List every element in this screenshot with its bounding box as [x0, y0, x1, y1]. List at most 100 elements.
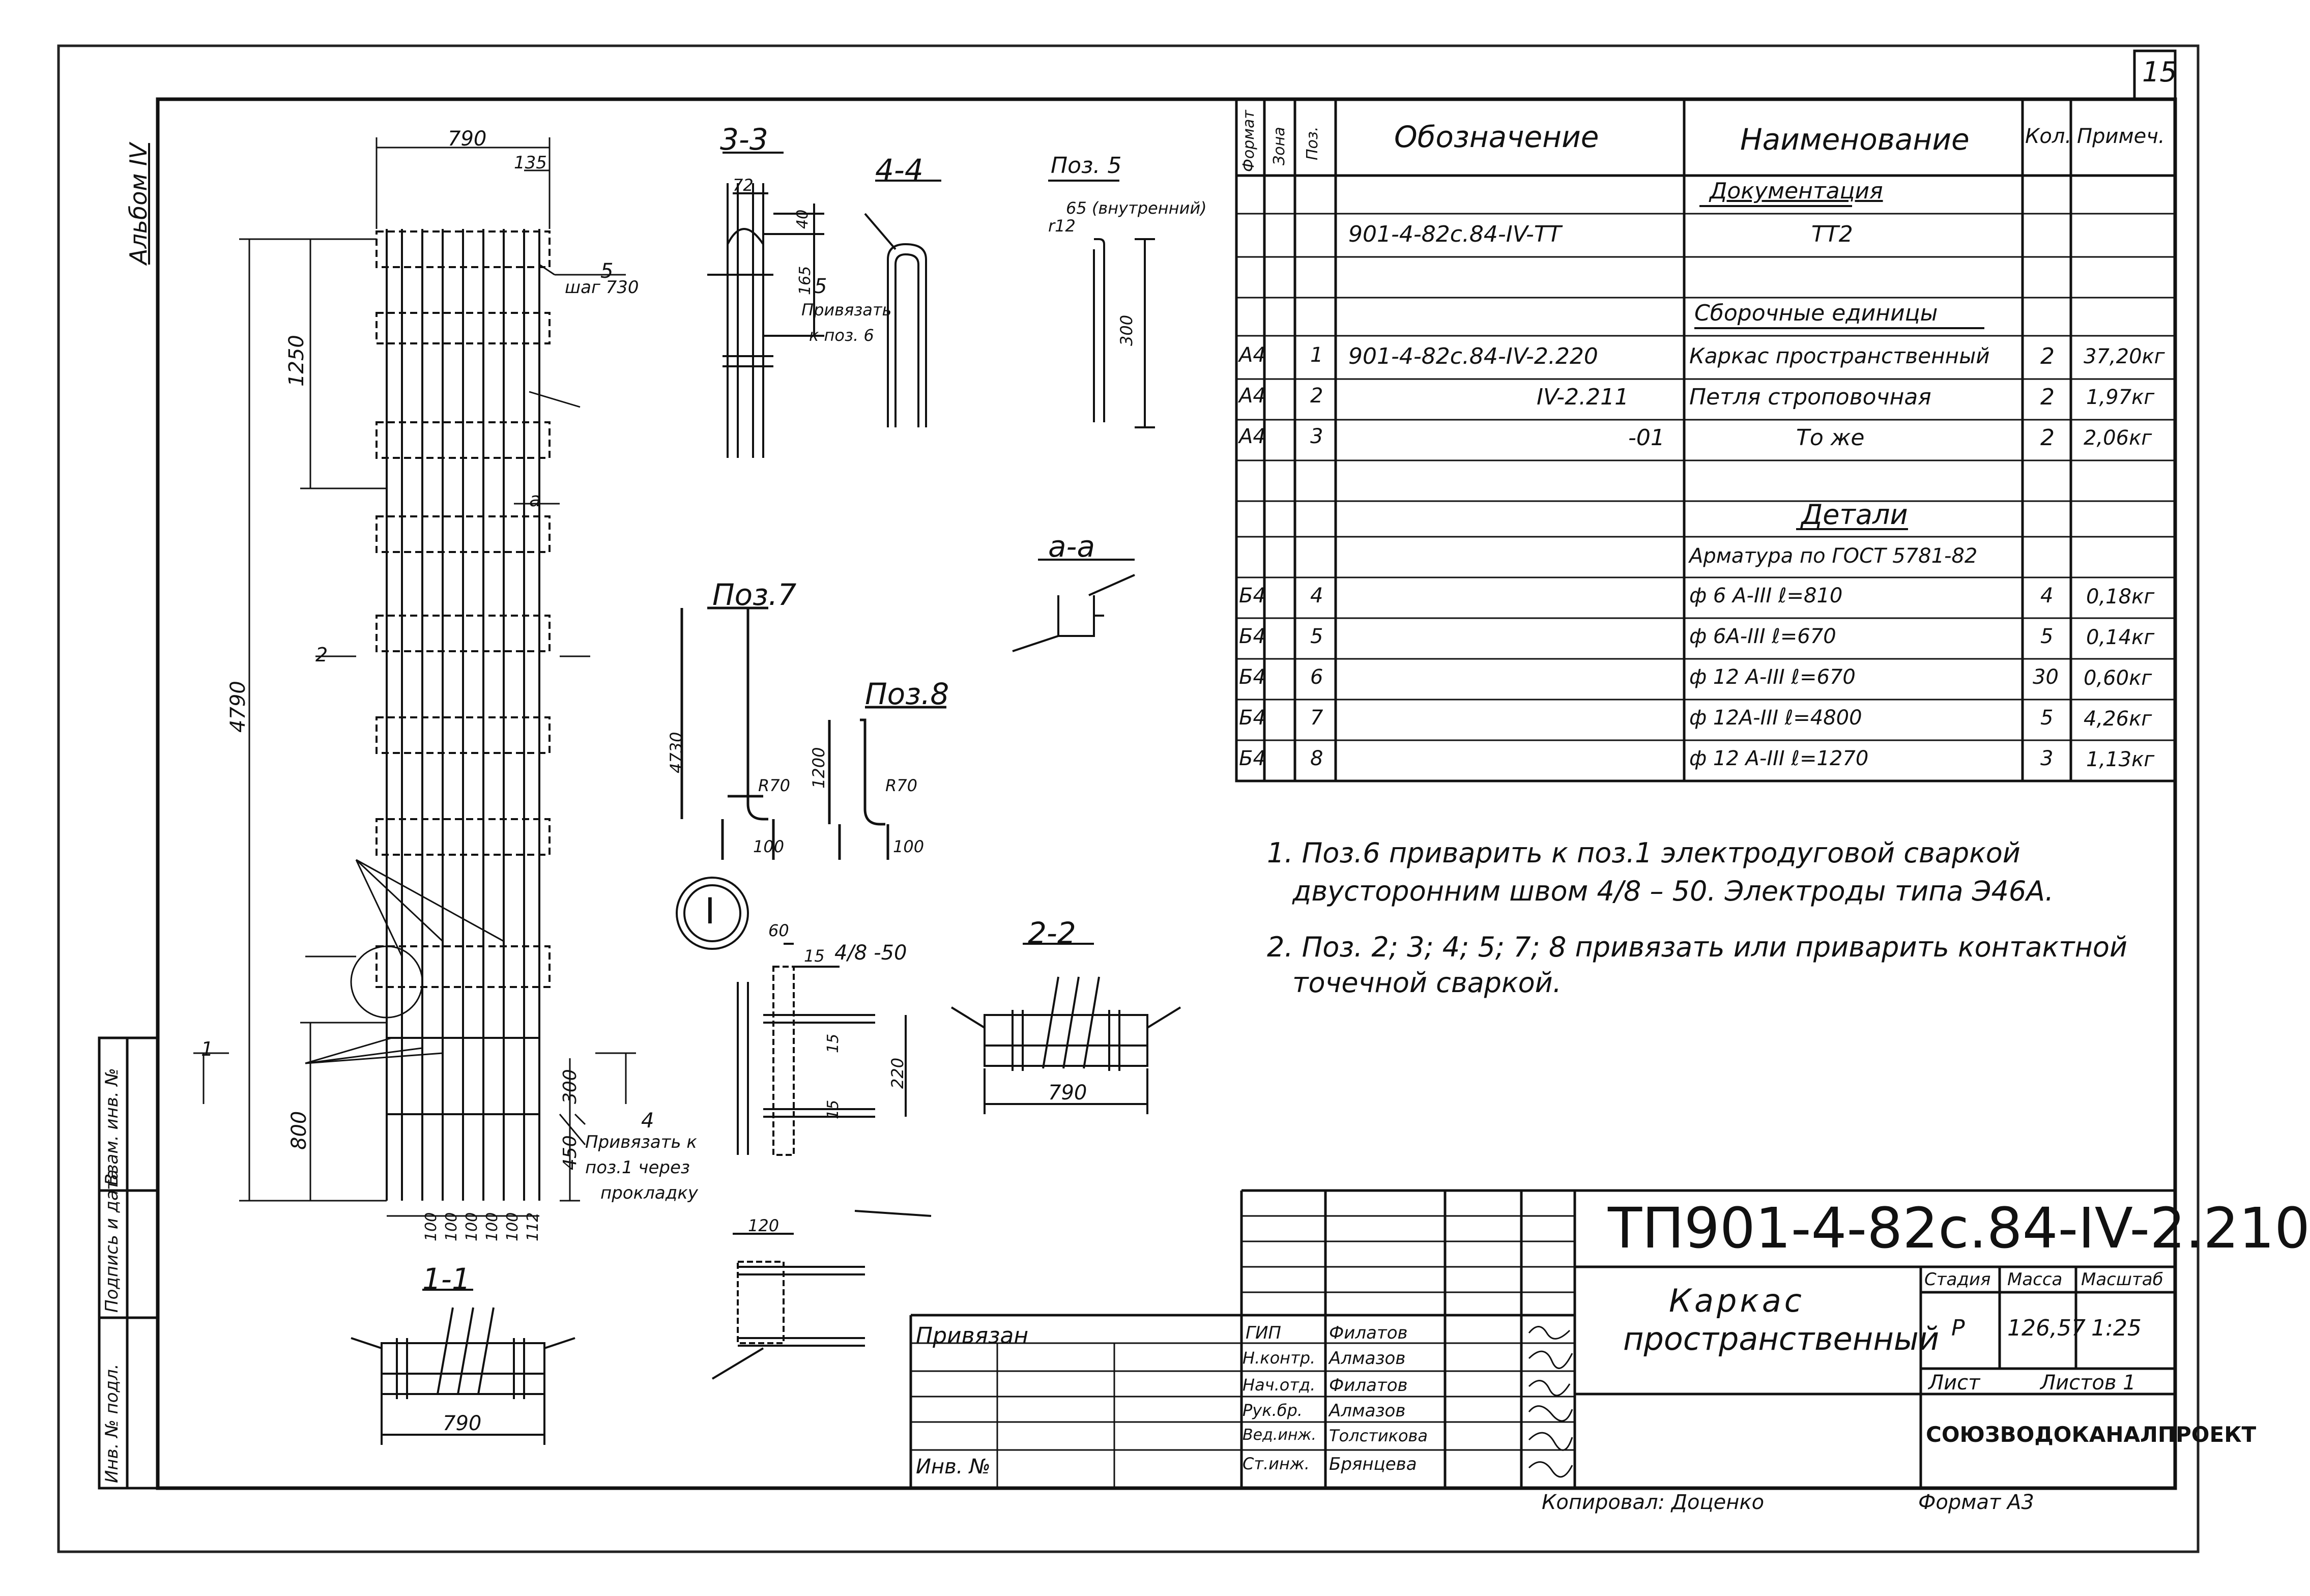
- spec-row-designation: 901-4-82с.84-IV-2.220: [1348, 343, 1598, 369]
- loop-dim-120: 120: [748, 1216, 779, 1235]
- heading-underlines: [1694, 205, 1984, 530]
- spec-row-note: 4,26кг: [2084, 707, 2152, 731]
- spec-col-note: Примеч.: [2077, 125, 2165, 148]
- elevation-dimensions: [239, 137, 580, 1217]
- node-I-detail: [676, 877, 907, 1156]
- dim-1250: 1250: [285, 335, 308, 387]
- spec-row-qty: 2: [2040, 384, 2055, 410]
- spec-row-pos: 6: [1310, 665, 1323, 689]
- pos5-spacing: 5: [600, 259, 614, 283]
- spec-col-designation: Обозначение: [1394, 120, 1599, 154]
- tied-label: Привязан: [916, 1323, 1029, 1349]
- album-label: Альбом IV: [125, 143, 152, 265]
- section-2-2-label: 2-2: [1028, 916, 1076, 950]
- role-name: Алмазов: [1329, 1348, 1406, 1369]
- sec33-tie-line-2: к поз. 6: [809, 326, 874, 345]
- scale-value: 1:25: [2091, 1315, 2142, 1341]
- dim-100: 100: [483, 1212, 501, 1241]
- section-4-4-label: 4-4: [875, 153, 923, 187]
- spec-row-name: Арматура по ГОСТ 5781-82: [1689, 544, 1978, 568]
- spec-row-qty: 4: [2040, 584, 2054, 607]
- spec-row-pos: 3: [1310, 425, 1323, 448]
- node-dim-15: 15: [824, 1099, 842, 1119]
- section-1-1: [351, 1289, 575, 1445]
- section-a-a: [1012, 559, 1135, 652]
- note-line-2: двусторонним швом 4/8 – 50. Электроды ти…: [1292, 875, 2054, 907]
- pos7-base: 100: [753, 837, 785, 856]
- spec-row-designation: IV-2.211: [1537, 384, 1629, 410]
- cut-mark-a: а: [529, 488, 541, 511]
- dim-100: 100: [463, 1212, 481, 1241]
- role-label: Ст.инж.: [1243, 1454, 1310, 1473]
- spec-row-qty: 2: [2040, 343, 2055, 369]
- outer-border: [57, 44, 2200, 1553]
- spec-col-format: Формат: [1240, 110, 1258, 172]
- spec-row-format: А4: [1239, 384, 1266, 408]
- spec-row-format: А4: [1239, 343, 1266, 367]
- pos5-inner: 65 (внутренний): [1066, 198, 1207, 218]
- sheets-label: Листов 1: [2040, 1371, 2136, 1395]
- dim-790-top: 790: [448, 127, 487, 151]
- section-a-a-label: а-а: [1048, 529, 1095, 564]
- inv-orig-label: Инв. № подл.: [102, 1363, 122, 1483]
- position-8-sketch: [828, 706, 946, 860]
- spec-row-qty: 3: [2040, 747, 2054, 770]
- cut-mark-1: 1: [201, 1038, 214, 1060]
- spec-row-name: ф 6А-III ℓ=670: [1689, 625, 1836, 648]
- spec-row-note: 0,14кг: [2086, 626, 2155, 649]
- node-dim-220: 220: [888, 1057, 907, 1089]
- dim-100: 100: [504, 1212, 522, 1241]
- sec33-dim-165: 165: [796, 266, 814, 295]
- section-3-3: [707, 152, 824, 458]
- spec-heading-details: Детали: [1801, 499, 1908, 531]
- spec-row-pos: 2: [1310, 384, 1323, 408]
- role-label: Нач.отд.: [1243, 1375, 1316, 1395]
- page-number: 15: [2142, 56, 2177, 88]
- spec-row-note: 0,18кг: [2086, 585, 2155, 608]
- pos5-radius: r12: [1048, 216, 1076, 236]
- sheet-label: Лист: [1928, 1371, 1980, 1395]
- dim-800: 800: [287, 1111, 311, 1150]
- inner-border: [156, 97, 2177, 1490]
- pos5-title: Поз. 5: [1051, 153, 1122, 179]
- spec-row-note: 1,13кг: [2086, 748, 2155, 771]
- sec33-dim-72: 72: [733, 176, 754, 195]
- title-block-grid: [909, 1189, 2175, 1488]
- note-line-4: точечной сваркой.: [1292, 967, 1562, 999]
- mass-value: 126,57: [2007, 1315, 2086, 1341]
- role-name: Филатов: [1329, 1375, 1408, 1396]
- spec-col-qty: Кол.: [2025, 125, 2072, 148]
- section-2-2: [950, 943, 1181, 1114]
- tie-note-line-3: прокладку: [600, 1183, 698, 1203]
- spec-row-name: ф 12А-III ℓ=4800: [1689, 706, 1862, 730]
- spec-row-qty: 5: [2040, 625, 2054, 648]
- spec-row-name: Петля строповочная: [1689, 384, 1931, 410]
- inv-label: Инв. №: [916, 1455, 991, 1478]
- spec-heading-documentation: Документация: [1710, 178, 1883, 204]
- pos8-height: 1200: [809, 747, 828, 789]
- position-7-sketch: [680, 606, 775, 860]
- dim-300: 300: [560, 1069, 581, 1104]
- spec-row-format: А4: [1239, 425, 1266, 448]
- pos5-spacing2: шаг 730: [565, 277, 639, 298]
- dim-112: 112: [524, 1212, 542, 1241]
- format-label: Формат А3: [1918, 1491, 2034, 1514]
- spec-row-format: Б4: [1239, 584, 1266, 607]
- frame-stirrups: [376, 230, 551, 1115]
- spec-row-pos: 7: [1310, 706, 1323, 730]
- spec-row-note: 0,60кг: [2084, 666, 2152, 690]
- spec-row-name: Каркас пространственный: [1689, 343, 1990, 368]
- node-weld: 4/8 -50: [834, 941, 907, 965]
- pos8-radius: R70: [885, 776, 917, 795]
- role-name: Толстикова: [1329, 1426, 1428, 1445]
- organization: СОЮЗВОДОКАНАЛПРОЕКТ: [1926, 1422, 2257, 1447]
- spec-row-format: Б4: [1239, 625, 1266, 648]
- role-name: Филатов: [1329, 1323, 1408, 1343]
- spec-row-designation: 901-4-82с.84-IV-ТТ: [1348, 221, 1562, 247]
- dim-100: 100: [443, 1212, 460, 1241]
- scale-label: Масштаб: [2081, 1269, 2163, 1290]
- spec-col-pos: Поз.: [1304, 126, 1321, 160]
- section-3-3-label: 3-3: [720, 122, 768, 157]
- note-line-3: 2. Поз. 2; 3; 4; 5; 7; 8 привязать или п…: [1267, 931, 2128, 963]
- signatures: [1528, 1326, 1573, 1478]
